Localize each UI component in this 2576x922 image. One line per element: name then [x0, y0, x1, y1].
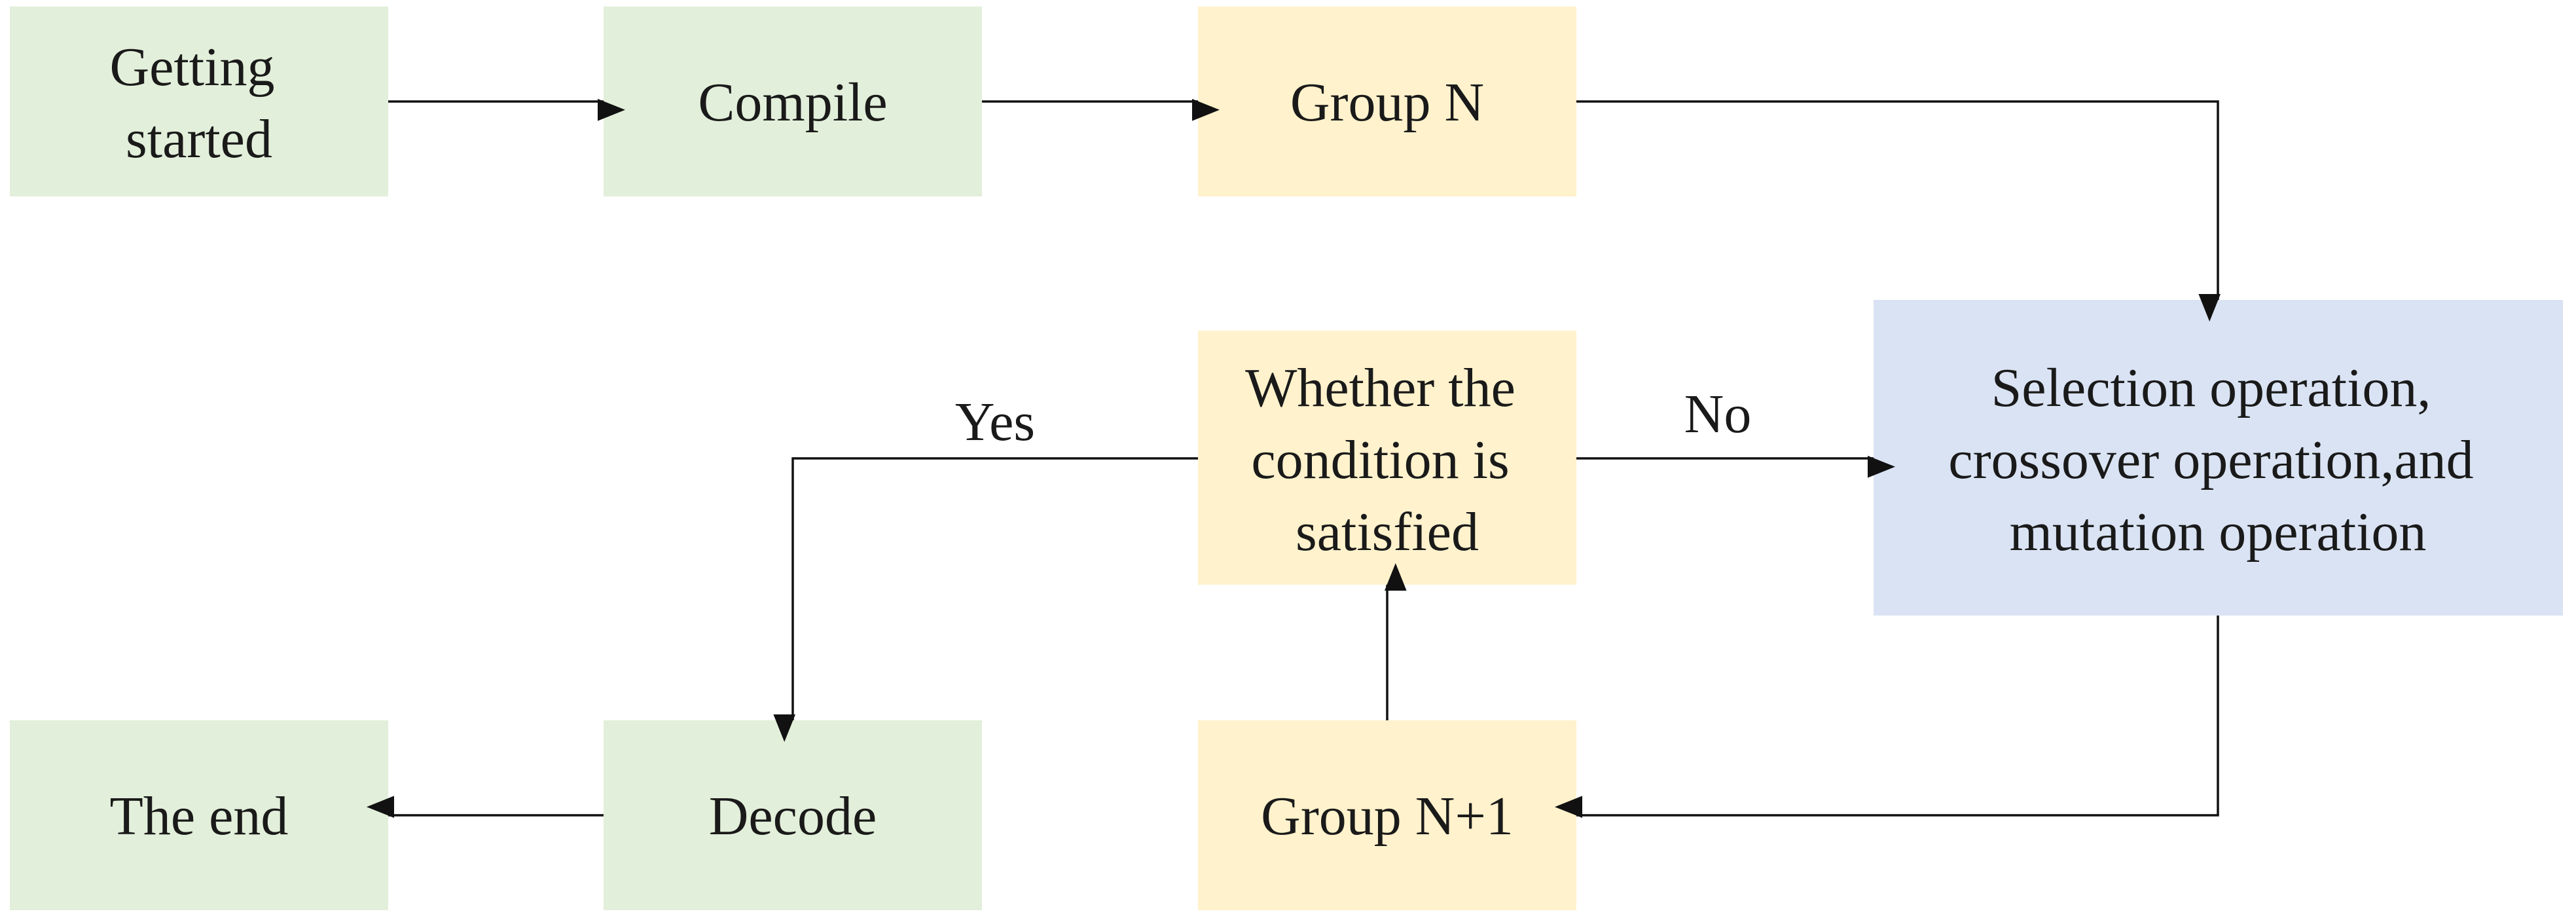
text-condition: Whether the condition is satisfied [1245, 358, 1529, 562]
node-the-end [10, 720, 388, 910]
node-group-n [1198, 7, 1576, 196]
edge-operations-to-group-n1 [1555, 616, 2219, 818]
text-group-n1: Group N+1 [1261, 786, 1514, 847]
node-group-n1 [1198, 720, 1576, 910]
node-getting-started [10, 7, 388, 196]
label-no: No [1684, 384, 1752, 445]
label-yes: Yes [955, 392, 1035, 452]
edge-group-n-to-operations [1576, 100, 2221, 322]
text-group-n: Group N [1290, 72, 1484, 133]
text-decode: Decode [709, 786, 877, 847]
text-the-end: The end [110, 786, 289, 847]
node-operations [1874, 300, 2563, 616]
text-compile: Compile [698, 72, 887, 133]
node-decode [604, 720, 982, 910]
edge-condition-yes [773, 457, 1198, 742]
text-getting-started: Getting started [110, 37, 289, 170]
text-operations: Selection operation, crossover operation… [1948, 358, 2487, 562]
node-compile [604, 7, 982, 196]
node-condition [1198, 331, 1576, 585]
